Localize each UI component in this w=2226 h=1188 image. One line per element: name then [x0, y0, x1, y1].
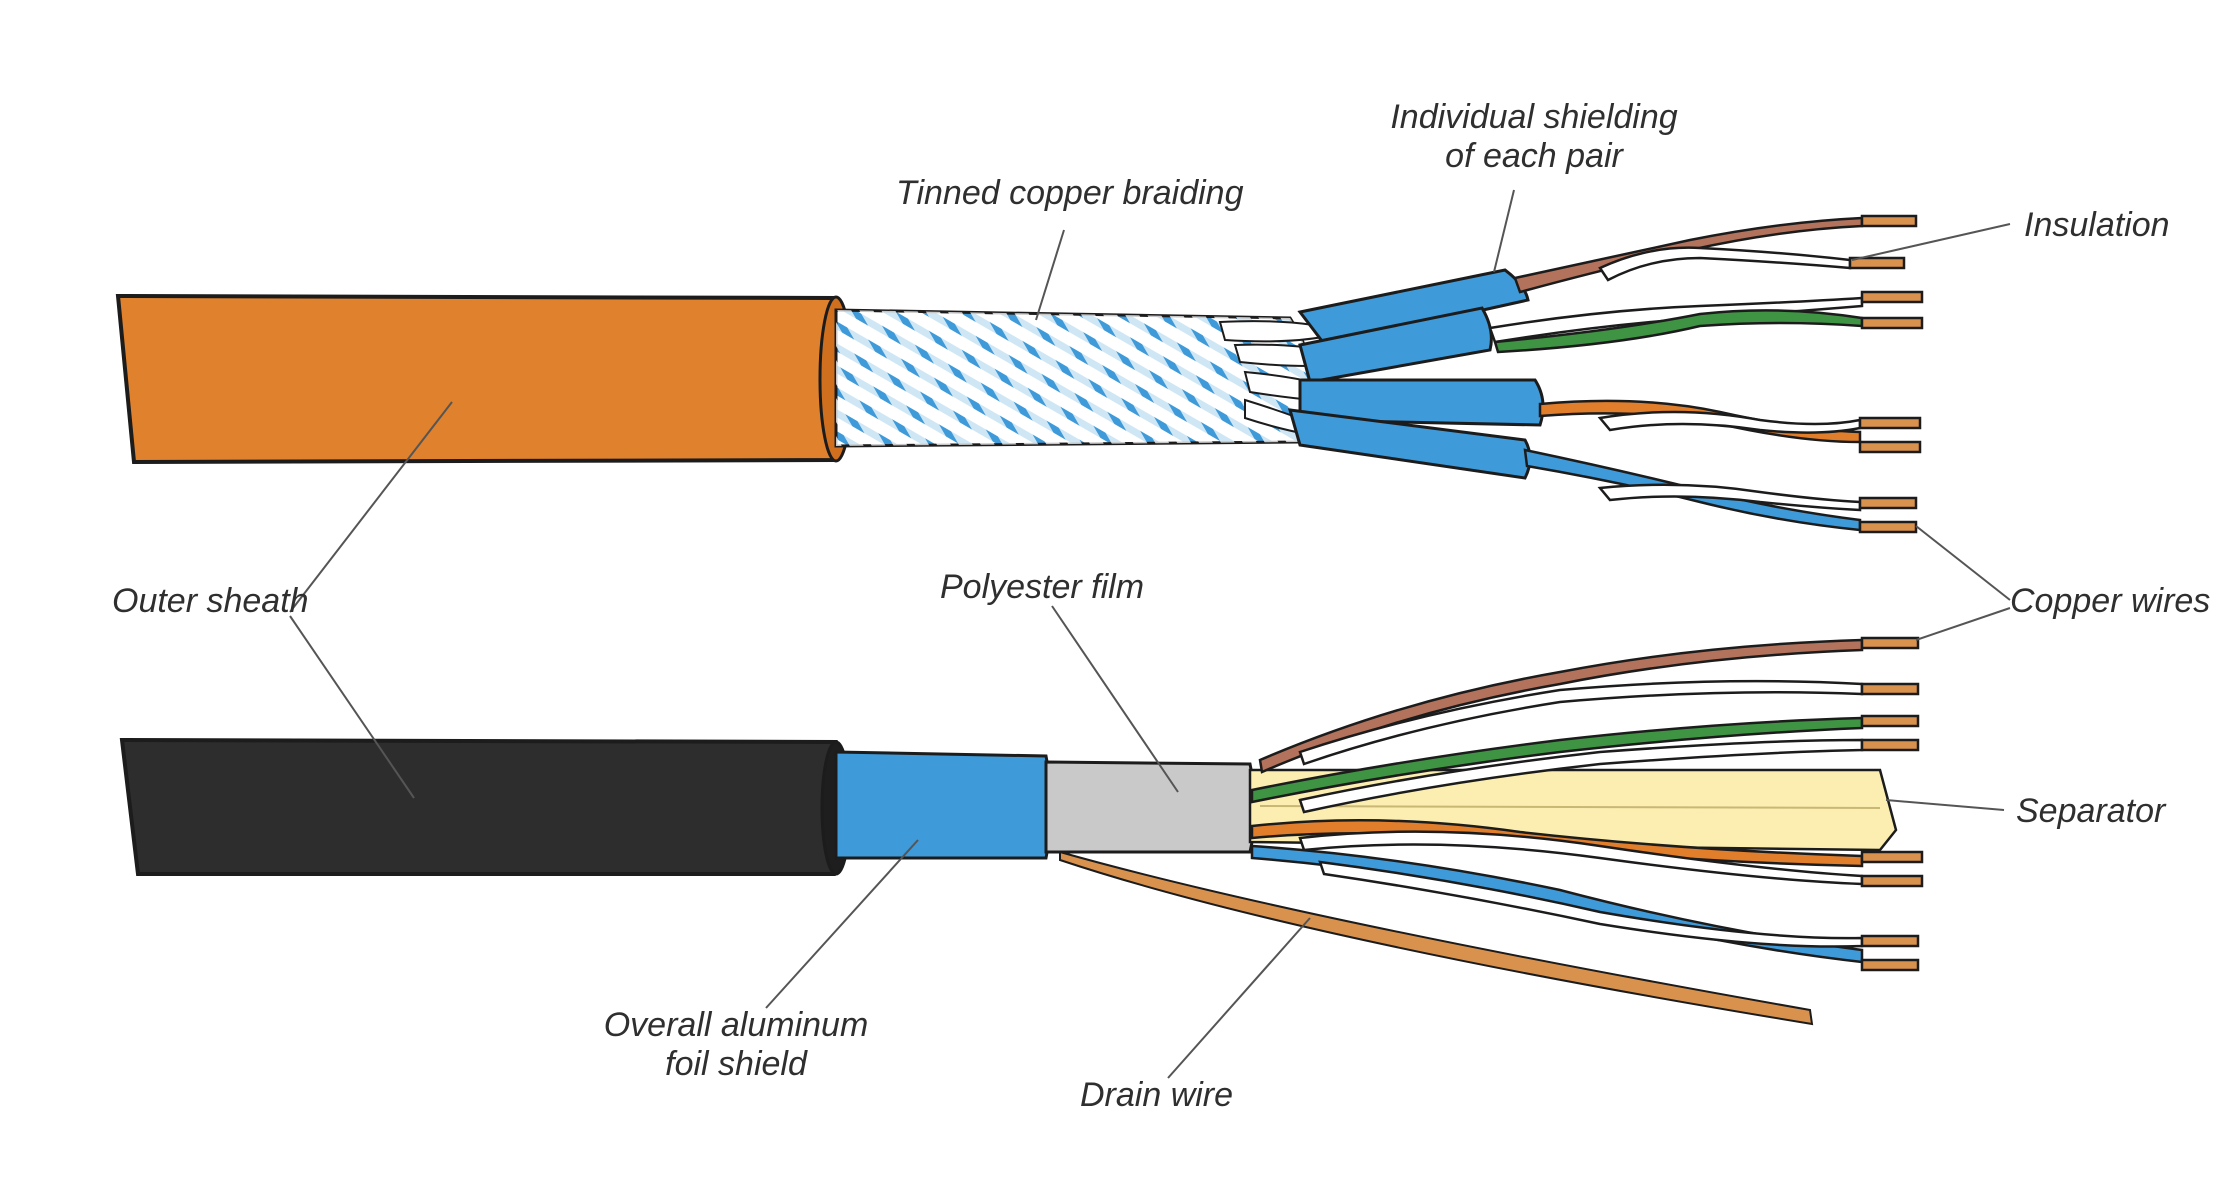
leader-individual-shielding [1493, 189, 1515, 273]
bottom-cable [119, 636, 1924, 1026]
label-tinned-copper-braiding: Tinned copper braiding [896, 174, 1244, 212]
leader-insulation [1851, 223, 2011, 261]
label-copper-wires: Copper wires [2010, 582, 2211, 620]
outer-sheath-black [119, 737, 845, 876]
leader-outer-sheath-top [289, 401, 453, 613]
leader-outer-sheath-bottom [289, 615, 415, 799]
label-individual-shielding-line-1: Individual shielding [1390, 98, 1678, 136]
label-polyester-film: Polyester film [940, 568, 1145, 606]
label-overall-foil-shield-line-2: foil shield [665, 1045, 807, 1083]
leader-polyester [1051, 605, 1179, 793]
polyester-film [1044, 760, 1257, 854]
outer-sheath-orange [115, 293, 845, 465]
drain-wire [1059, 850, 1814, 1026]
label-drain-wire: Drain wire [1080, 1076, 1234, 1114]
label-individual-shielding-line-2: of each pair [1445, 137, 1623, 175]
leader-drain [1167, 917, 1311, 1079]
top-cable [115, 214, 1924, 534]
leader-lines [289, 189, 2011, 1079]
foil-shield [834, 750, 1053, 860]
leader-separator [1885, 799, 2005, 811]
leader-copper-wires-top [1915, 525, 2011, 601]
label-separator: Separator [2016, 792, 2166, 830]
label-insulation: Insulation [2024, 206, 2170, 244]
leader-copper-wires-bottom [1915, 607, 2011, 641]
leader-braiding [1035, 229, 1065, 321]
label-individual-shielding: Individual shielding of each pair [1384, 98, 1684, 176]
leader-foil [765, 839, 919, 1009]
label-outer-sheath: Outer sheath [112, 582, 309, 620]
label-overall-foil-shield: Overall aluminum foil shield [586, 1006, 886, 1084]
label-overall-foil-shield-line-1: Overall aluminum [603, 1006, 869, 1044]
